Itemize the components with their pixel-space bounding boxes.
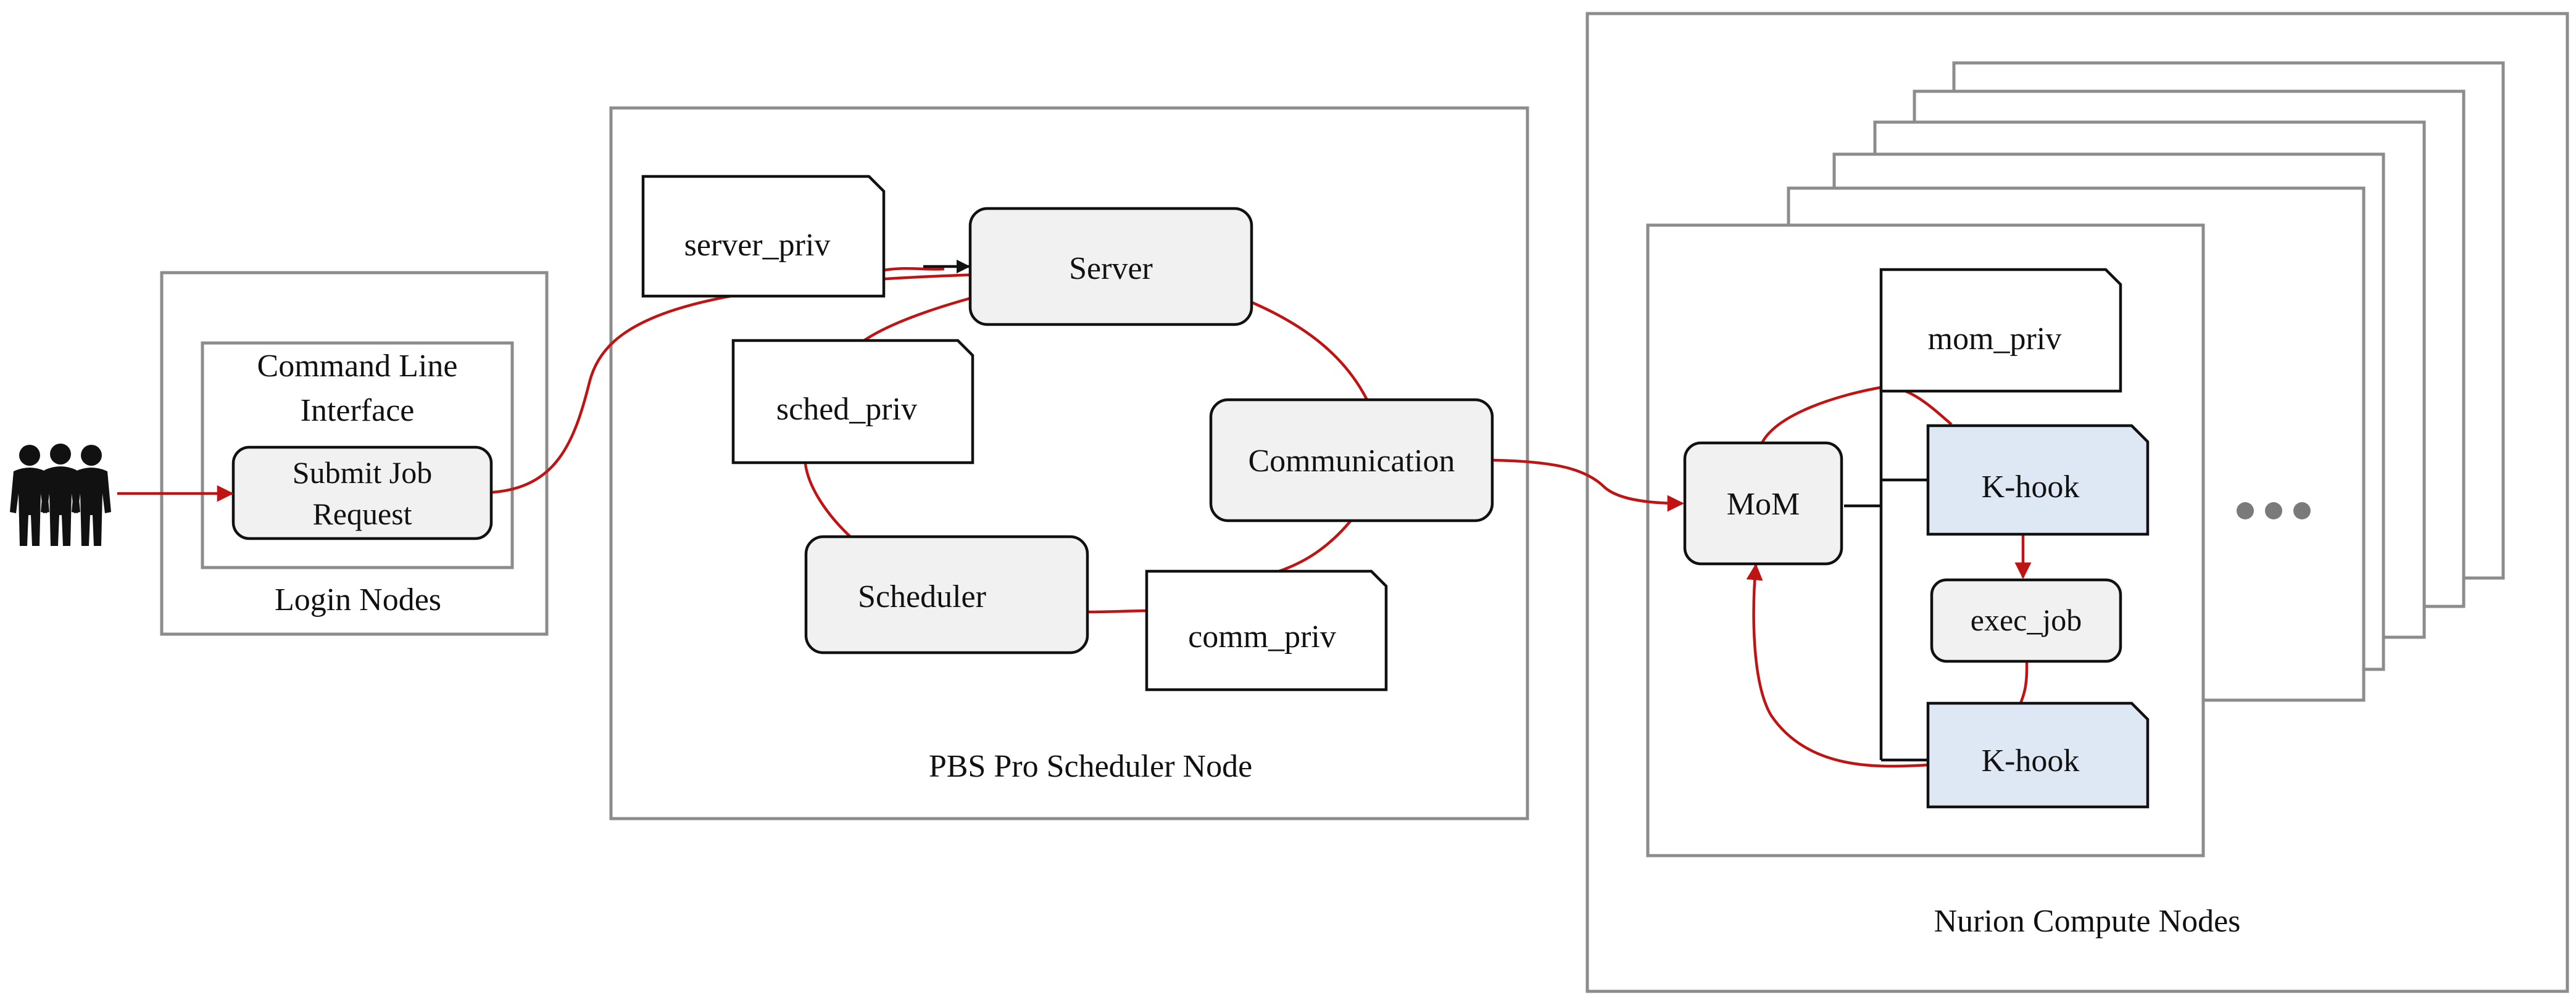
server-node — [968, 207, 1253, 326]
scheduler-node — [804, 535, 1089, 655]
users-icon — [10, 444, 111, 546]
server-communication-edge — [1251, 300, 1369, 401]
server-priv-doc — [641, 175, 886, 298]
mom-priv-doc — [1879, 268, 2122, 393]
login-nodes-label: Login Nodes — [275, 582, 441, 618]
mom-tree-connector — [1844, 389, 1928, 762]
exec-job-label: exec_job — [1971, 603, 2082, 637]
khook-to-mom-arrow — [1746, 563, 1929, 768]
mom-label: MoM — [1727, 487, 1800, 522]
mom-priv-label: mom_priv — [1928, 321, 2062, 357]
communication-to-mom-arrow — [1493, 458, 1684, 512]
scheduler-label: Scheduler — [858, 579, 986, 614]
cli-label-line1: Command Line — [257, 349, 458, 384]
scheduler-node-label: PBS Pro Scheduler Node — [929, 749, 1252, 784]
communication-label: Communication — [1248, 444, 1455, 479]
cli-label-line2: Interface — [301, 393, 415, 428]
server-label: Server — [1069, 251, 1153, 286]
communication-node — [1209, 398, 1494, 523]
mom-mompriv-edge — [1761, 386, 1953, 444]
comm-priv-doc — [1145, 569, 1388, 692]
khook-top-label: K-hook — [1982, 469, 2080, 505]
execjob-khook-edge — [2019, 661, 2029, 704]
khook-top-node — [1926, 424, 2150, 536]
server-priv-label: server_priv — [684, 228, 831, 263]
sched-priv-label: sched_priv — [776, 392, 917, 427]
submit-job-label-line2: Request — [312, 497, 412, 531]
server-schedpriv-edge — [863, 293, 983, 342]
khook-bottom-node — [1926, 701, 2150, 809]
sched-priv-doc — [731, 339, 974, 465]
comm-priv-label: comm_priv — [1188, 619, 1336, 655]
server-priv-to-server-edge — [883, 267, 945, 272]
submit-job-label-line1: Submit Job — [293, 455, 432, 490]
schedpriv-scheduler-edge — [804, 463, 853, 539]
mom-node — [1683, 441, 1843, 566]
scheduler-commpriv-edge — [1087, 609, 1150, 614]
khook-bottom-label: K-hook — [1982, 743, 2080, 779]
more-nodes-ellipsis — [2237, 502, 2311, 519]
exec-job-node — [1930, 578, 2122, 663]
compute-nodes-label: Nurion Compute Nodes — [1934, 904, 2241, 939]
more-nodes-indicator: ••• — [2268, 513, 2279, 520]
